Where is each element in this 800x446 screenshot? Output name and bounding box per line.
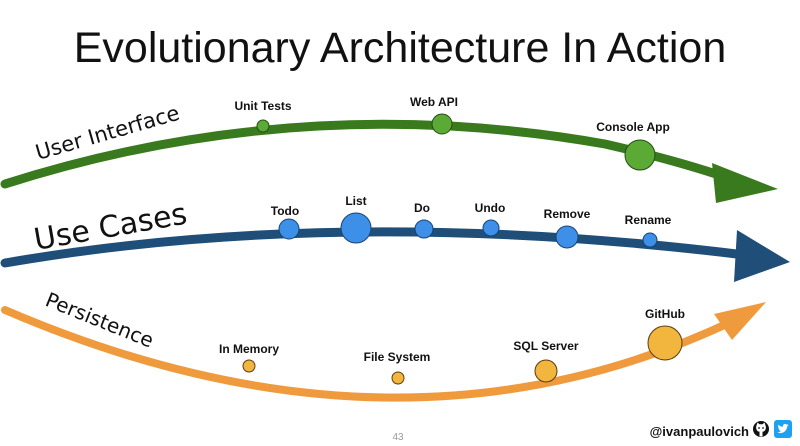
node-label-sql-server: SQL Server [513, 339, 578, 353]
lane-persistence: Persistence In Memory File System SQL Se… [1, 287, 766, 402]
node-list [340, 212, 372, 244]
node-sql-server [534, 359, 558, 383]
node-label-do: Do [414, 201, 430, 215]
page-number: 43 [392, 432, 404, 443]
node-rename [642, 232, 658, 248]
node-label-in-memory: In Memory [219, 342, 279, 356]
use-cases-arrowhead [734, 230, 790, 282]
lane-use-cases: Use Cases Todo List Do Undo Remove Renam… [0, 194, 790, 282]
node-label-console-app: Console App [596, 120, 670, 134]
node-undo [482, 219, 500, 237]
persistence-arrowhead [714, 302, 766, 340]
node-do [414, 219, 434, 239]
node-label-undo: Undo [475, 201, 506, 215]
lane-user-interface: User Interface Unit Tests Web API Consol… [0, 95, 778, 203]
node-remove [555, 225, 579, 249]
node-web-api [431, 113, 453, 135]
node-label-list: List [345, 194, 366, 208]
user-interface-arrowhead [712, 163, 778, 203]
node-label-rename: Rename [625, 213, 672, 227]
node-label-todo: Todo [271, 204, 299, 218]
node-label-unit-tests: Unit Tests [234, 99, 291, 113]
node-label-file-system: File System [364, 350, 431, 364]
github-icon [753, 421, 769, 437]
twitter-icon [774, 420, 792, 438]
node-label-remove: Remove [544, 207, 591, 221]
persistence-arrow-shaft [1, 306, 739, 402]
slide-title: Evolutionary Architecture In Action [74, 24, 727, 72]
user-interface-arrow-shaft [0, 119, 733, 189]
node-label-github: GitHub [645, 307, 685, 321]
node-file-system [391, 371, 405, 385]
node-label-web-api: Web API [410, 95, 458, 109]
author-handle: @ivanpaulovich [650, 424, 749, 439]
node-github [647, 325, 683, 361]
node-todo [278, 218, 300, 240]
node-in-memory [242, 359, 256, 373]
node-unit-tests [256, 119, 270, 133]
node-console-app [624, 139, 656, 171]
